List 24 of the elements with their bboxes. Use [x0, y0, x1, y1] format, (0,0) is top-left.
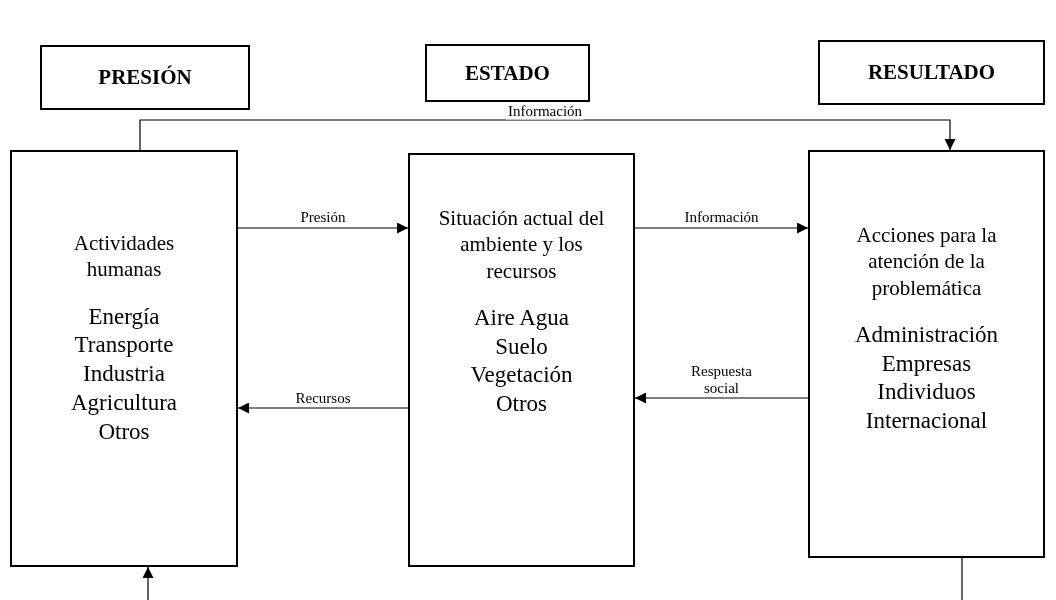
heading-label: PRESIÓN [98, 65, 192, 90]
heading-label: ESTADO [465, 60, 550, 86]
process-box [10, 150, 238, 567]
heading-label: RESULTADO [867, 60, 996, 85]
header-box [818, 40, 1045, 105]
item-list: Aire Agua Suelo Vegetación Otros [470, 303, 573, 419]
arrow [634, 392, 809, 404]
box-title: Actividades humanas [72, 230, 176, 283]
item-list: Energía Transporte Industria Agricultura Otros [71, 302, 177, 447]
process-box [408, 153, 635, 567]
box-title: Acciones para la atención de la problemática [855, 222, 998, 301]
arrow [634, 222, 809, 234]
process-box [808, 150, 1045, 558]
arrow [237, 402, 409, 414]
arrow [139, 119, 956, 151]
box-title: Situación actual del ambiente y los recursos [437, 205, 606, 284]
connector-line [961, 557, 963, 600]
edge-label: Información [682, 208, 761, 225]
item-list: Administración Empresas Individuos Internacional [854, 320, 999, 436]
arrow [142, 566, 154, 600]
edge-label: Información [505, 102, 585, 119]
arrow [237, 222, 409, 234]
header-box [425, 44, 590, 102]
header-box [40, 45, 250, 110]
